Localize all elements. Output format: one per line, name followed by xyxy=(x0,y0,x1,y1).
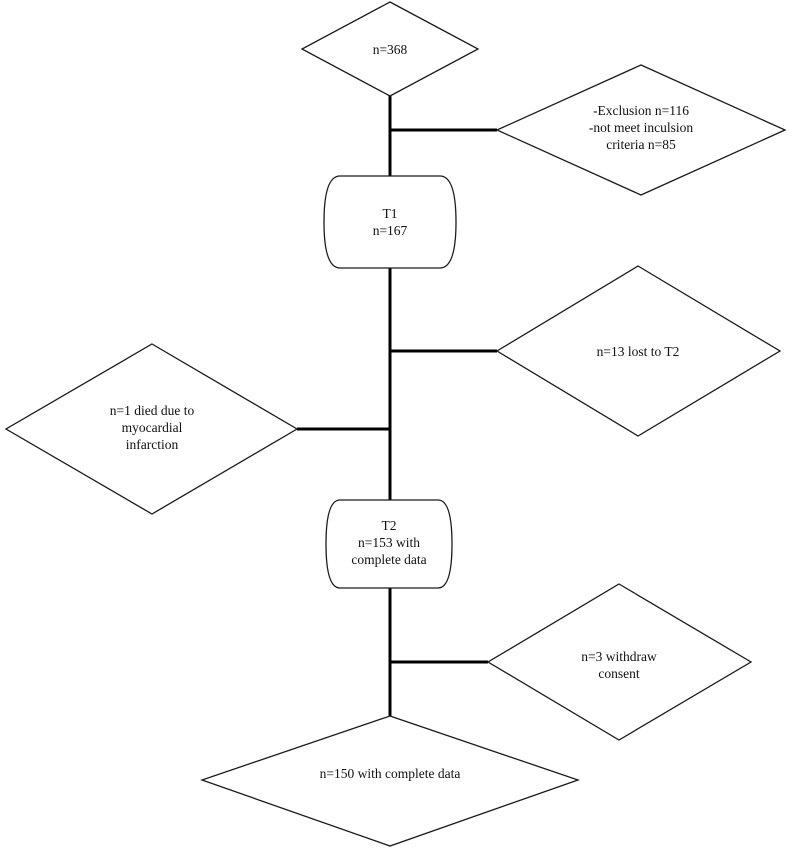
node-lost-t2: n=13 lost to T2 xyxy=(495,265,782,437)
node-label-line: T2 xyxy=(382,518,397,533)
node-label-line: T1 xyxy=(383,206,398,221)
node-label: n=13 lost to T2 xyxy=(597,344,680,359)
node-label-line: -not meet inculsion xyxy=(589,120,693,135)
node-t2: T2 n=153 with complete data xyxy=(325,499,453,589)
node-died: n=1 died due to myocardial infarction xyxy=(4,343,299,515)
diamond-shape xyxy=(200,715,580,847)
node-label-line: n=3 withdraw xyxy=(581,649,657,664)
node-label-line: consent xyxy=(598,666,639,681)
diamond-shape xyxy=(486,583,753,741)
node-label-line: n=167 xyxy=(373,223,408,238)
node-label: n=150 with complete data xyxy=(320,766,461,781)
node-label-line: infarction xyxy=(126,437,179,452)
rounded-box-shape xyxy=(323,175,457,269)
node-start: n=368 xyxy=(300,1,480,97)
node-final: n=150 with complete data xyxy=(200,715,580,847)
diamond-shape xyxy=(495,64,787,196)
diamond-shape xyxy=(300,1,480,97)
node-label: n=368 xyxy=(373,42,408,57)
node-label-line: complete data xyxy=(351,552,426,567)
node-label-line: myocardial xyxy=(122,420,183,435)
diamond-shape xyxy=(4,343,299,515)
diamond-shape xyxy=(495,265,782,437)
rounded-box-shape xyxy=(325,499,453,589)
node-label-line: -Exclusion n=116 xyxy=(593,103,689,118)
node-label-line: n=153 with xyxy=(358,535,420,550)
node-t1: T1 n=167 xyxy=(323,175,457,269)
node-exclusion: -Exclusion n=116 -not meet inculsion cri… xyxy=(495,64,787,196)
connectors xyxy=(297,96,497,716)
node-label-line: n=1 died due to xyxy=(110,403,195,418)
node-label-line: criteria n=85 xyxy=(606,137,676,152)
node-withdraw: n=3 withdraw consent xyxy=(486,583,753,741)
